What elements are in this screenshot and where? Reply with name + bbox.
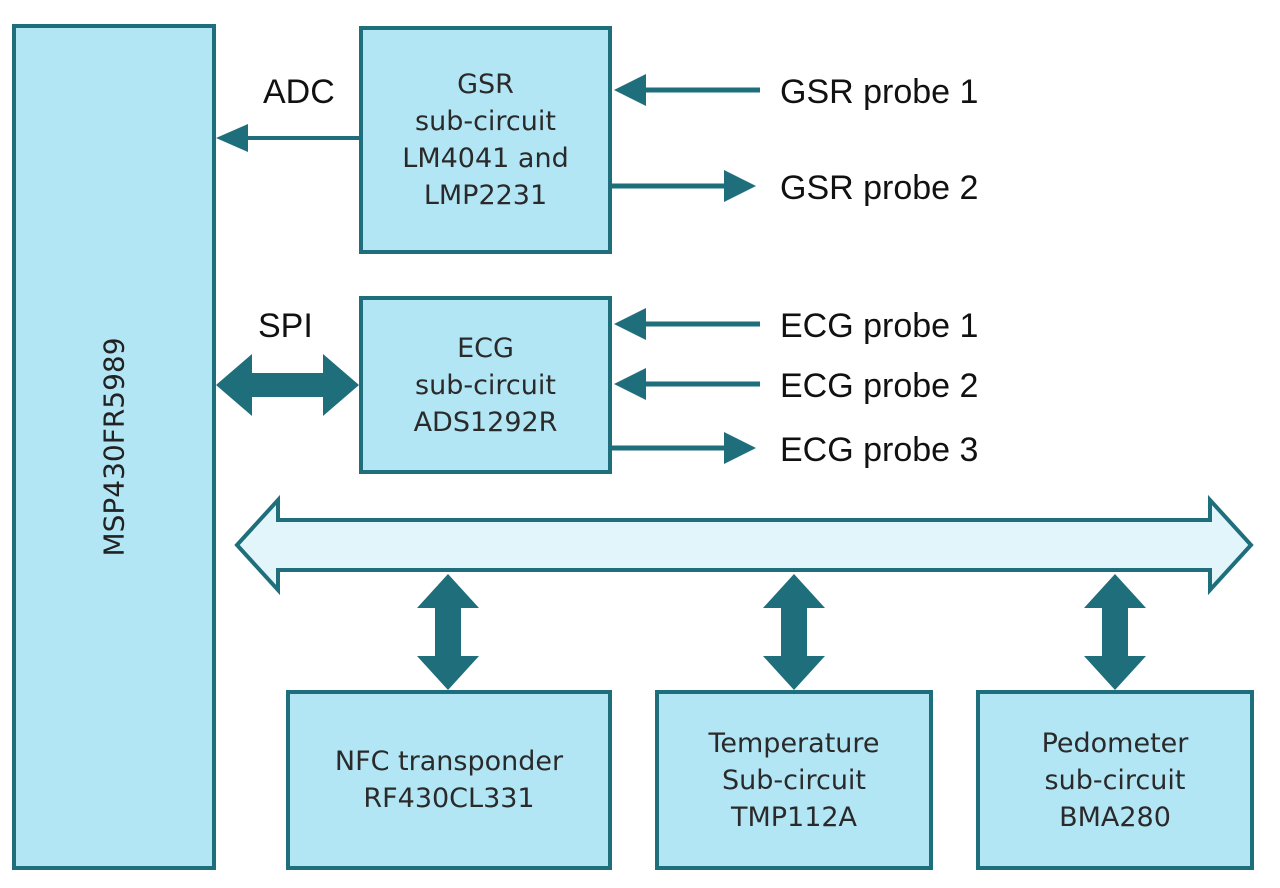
temperature-line-3: TMP112A: [730, 801, 858, 833]
ecg-probe-3-label: ECG probe 3: [780, 431, 979, 469]
gsr-subcircuit-block: GSR sub-circuit LM4041 and LMP2231: [359, 26, 612, 254]
adc-arrow: [216, 124, 359, 152]
mcu-label: MSP430FR5989: [97, 337, 131, 557]
temperature-line-2: Sub-circuit: [721, 764, 867, 796]
gsr-probe-1-arrow: [614, 74, 760, 106]
temperature-bus-connector: [763, 574, 825, 690]
pedometer-line-2: sub-circuit: [1044, 764, 1186, 796]
spi-arrow: [216, 354, 359, 416]
gsr-line-4: LMP2231: [423, 180, 548, 211]
pedometer-line-3: BMA280: [1059, 801, 1171, 833]
ecg-probe-1-label: ECG probe 1: [780, 307, 979, 345]
nfc-transponder-block: NFC transponder RF430CL331: [286, 690, 612, 870]
adc-label: ADC: [263, 73, 335, 111]
gsr-probe-1-label: GSR probe 1: [780, 73, 979, 111]
system-bus-arrow: [234, 494, 1254, 596]
gsr-probe-2-label: GSR probe 2: [780, 169, 979, 207]
ecg-probe-2-label: ECG probe 2: [780, 367, 979, 405]
gsr-line-1: GSR: [457, 69, 514, 100]
ecg-probe-2-arrow: [614, 368, 760, 400]
mcu-block: [12, 24, 216, 870]
pedometer-line-1: Pedometer: [1041, 727, 1189, 759]
gsr-line-2: sub-circuit: [415, 106, 556, 137]
gsr-line-3: LM4041 and: [402, 143, 569, 174]
ecg-line-1: ECG: [457, 332, 514, 364]
temperature-subcircuit-block: Temperature Sub-circuit TMP112A: [655, 690, 933, 870]
ecg-probe-3-arrow: [612, 432, 756, 464]
ecg-line-3: ADS1292R: [413, 406, 558, 438]
pedometer-bus-connector: [1084, 574, 1146, 690]
pedometer-subcircuit-block: Pedometer sub-circuit BMA280: [976, 690, 1254, 870]
temperature-line-1: Temperature: [708, 727, 880, 759]
nfc-bus-connector: [417, 574, 479, 690]
ecg-subcircuit-block: ECG sub-circuit ADS1292R: [359, 296, 612, 474]
gsr-probe-2-arrow: [612, 170, 756, 202]
ecg-probe-1-arrow: [614, 308, 760, 340]
nfc-line-2: RF430CL331: [363, 783, 535, 814]
nfc-line-1: NFC transponder: [334, 746, 564, 777]
spi-label: SPI: [258, 307, 313, 345]
ecg-line-2: sub-circuit: [415, 369, 556, 401]
